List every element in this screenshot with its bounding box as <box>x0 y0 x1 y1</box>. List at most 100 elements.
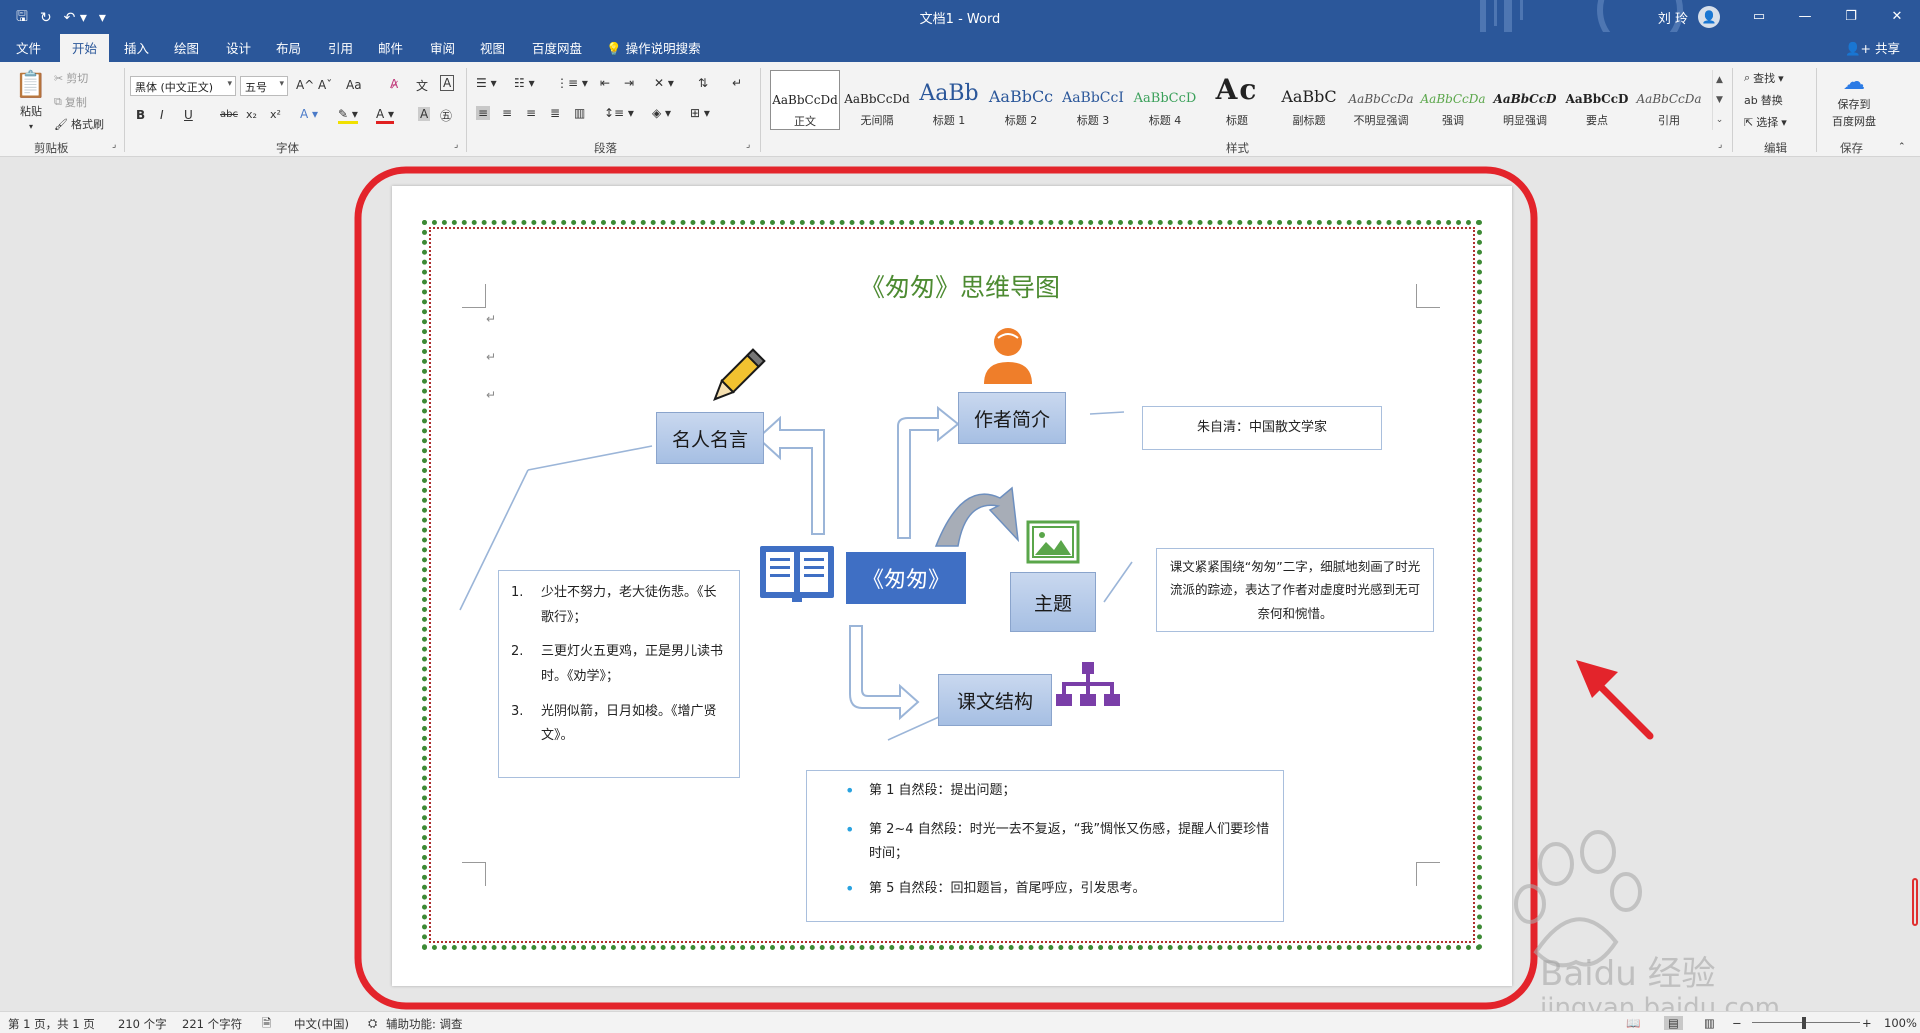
more-styles-icon[interactable]: ⌄ <box>1715 115 1724 125</box>
share-button[interactable]: 👤+ 共享 <box>1845 38 1900 57</box>
increase-indent-icon[interactable]: ⇥ <box>624 76 635 90</box>
save-to-baidu-button[interactable]: ☁ 保存到 百度网盘 <box>1826 70 1882 129</box>
language-indicator[interactable]: 中文(中国) <box>294 1017 349 1031</box>
grow-font-icon[interactable]: A^ <box>296 78 315 92</box>
underline-button[interactable]: U <box>184 108 193 122</box>
mindmap-title[interactable]: 《匆匆》思维导图 <box>859 273 1060 302</box>
tab-review[interactable]: 审阅 <box>430 41 456 56</box>
multilevel-list-icon[interactable]: ⋮≡ ▾ <box>556 76 588 90</box>
strikethrough-button[interactable]: abc <box>220 109 238 120</box>
dialog-launcher-icon[interactable]: ⌟ <box>454 140 459 150</box>
format-painter-button[interactable]: 🖌格式刷 <box>54 116 104 132</box>
shrink-font-icon[interactable]: Aˇ <box>318 78 333 92</box>
ribbon-display-icon[interactable]: ▭ <box>1752 8 1766 24</box>
distributed-icon[interactable]: ▥ <box>574 106 586 120</box>
word-count[interactable]: 210 个字 <box>118 1017 167 1031</box>
highlight-icon[interactable]: ✎ ▾ <box>338 107 358 124</box>
tab-view[interactable]: 视图 <box>480 41 506 56</box>
borders-icon[interactable]: ⊞ ▾ <box>690 106 710 120</box>
tab-insert[interactable]: 插入 <box>124 41 150 56</box>
dialog-launcher-icon[interactable]: ⌟ <box>1718 140 1723 150</box>
style-heading-2[interactable]: AaBbCc 标题 2 <box>986 70 1056 130</box>
chevron-up-icon[interactable]: ▲ <box>1716 75 1723 85</box>
style-subtle-emphasis[interactable]: AaBbCcDa 不明显强调 <box>1346 70 1416 130</box>
tab-layout[interactable]: 布局 <box>276 41 302 56</box>
copy-button[interactable]: ⧉复制 <box>54 94 87 110</box>
tab-baidu-netdisk[interactable]: 百度网盘 <box>532 41 583 56</box>
customize-toolbar-icon[interactable]: ▾ <box>98 10 106 26</box>
style-normal[interactable]: AaBbCcDd 正文 <box>770 70 840 130</box>
node-theme[interactable]: 主题 <box>1010 572 1096 632</box>
style-no-spacing[interactable]: AaBbCcDd 无间隔 <box>842 70 912 130</box>
print-layout-icon[interactable]: ▤ <box>1664 1016 1683 1030</box>
restore-icon[interactable]: ❐ <box>1845 8 1857 24</box>
web-layout-icon[interactable]: ▥ <box>1704 1016 1715 1030</box>
shading-icon[interactable]: ◈ ▾ <box>652 106 672 120</box>
author-info-box[interactable]: 朱自清：中国散文学家 <box>1142 406 1382 450</box>
node-author-intro[interactable]: 作者简介 <box>958 392 1066 444</box>
tab-mailings[interactable]: 邮件 <box>378 41 404 56</box>
node-famous-quotes[interactable]: 名人名言 <box>656 412 764 464</box>
char-border-icon[interactable]: A <box>440 75 455 91</box>
style-subtitle[interactable]: AaBbC 副标题 <box>1274 70 1344 130</box>
chevron-down-icon[interactable]: ▼ <box>1716 95 1723 105</box>
minimize-icon[interactable]: — <box>1798 8 1812 24</box>
change-case-icon[interactable]: Aa <box>346 78 362 92</box>
style-intense-emphasis[interactable]: AaBbCcD 明显强调 <box>1490 70 1560 130</box>
bold-button[interactable]: B <box>136 108 146 122</box>
close-icon[interactable]: ✕ <box>1891 8 1903 24</box>
tab-draw[interactable]: 绘图 <box>174 41 200 56</box>
justify-icon[interactable]: ≣ <box>550 106 561 120</box>
font-family-combo[interactable]: 黑体 (中文正文) <box>130 76 236 96</box>
clear-format-icon[interactable]: A̷ <box>390 77 399 91</box>
zoom-out-icon[interactable]: − <box>1732 1016 1742 1030</box>
tab-home[interactable]: 开始 <box>60 34 110 62</box>
undo-icon[interactable]: ↶ ▾ <box>63 10 87 26</box>
find-button[interactable]: ⌕查找▾ <box>1744 70 1784 86</box>
enclose-char-icon[interactable]: ㊄ <box>440 109 453 123</box>
proofing-icon[interactable]: 🗎 <box>262 1016 272 1030</box>
styles-scroll[interactable]: ▲ ▼ ⌄ <box>1712 70 1726 130</box>
numbering-icon[interactable]: ☷ ▾ <box>514 76 535 90</box>
zoom-level[interactable]: 100% <box>1884 1016 1917 1030</box>
font-size-combo[interactable]: 五号 <box>240 76 288 96</box>
align-left-icon[interactable]: ≡ <box>476 106 491 120</box>
show-marks-icon[interactable]: ↵ <box>732 76 743 90</box>
dialog-launcher-icon[interactable]: ⌟ <box>746 140 751 150</box>
zoom-slider-thumb[interactable] <box>1802 1017 1806 1029</box>
cut-button[interactable]: ✂剪切 <box>54 70 88 86</box>
char-shading-icon[interactable]: A <box>418 107 431 121</box>
style-heading-3[interactable]: AaBbCcI 标题 3 <box>1058 70 1128 130</box>
style-quote[interactable]: AaBbCcDa 引用 <box>1634 70 1704 130</box>
style-heading-1[interactable]: AaBb 标题 1 <box>914 70 984 130</box>
char-count[interactable]: 221 个字符 <box>182 1017 243 1031</box>
vertical-scrollbar-thumb[interactable] <box>1912 878 1918 926</box>
line-spacing-icon[interactable]: ↕≡ ▾ <box>604 106 634 120</box>
accessibility-status[interactable]: 辅助功能: 调查 <box>386 1017 463 1031</box>
decrease-indent-icon[interactable]: ⇤ <box>600 76 611 90</box>
select-button[interactable]: ⇱选择▾ <box>1744 114 1787 130</box>
tab-design[interactable]: 设计 <box>226 41 252 56</box>
sort-icon[interactable]: ⇅ <box>698 76 709 90</box>
save-icon[interactable]: 🖫 <box>16 9 28 25</box>
style-title[interactable]: Ac 标题 <box>1202 70 1272 130</box>
quotes-list-box[interactable]: 1.少壮不努力，老大徒伤悲。《长歌行》； 2.三更灯火五更鸡，正是男儿读书时。《… <box>498 570 740 778</box>
superscript-button[interactable]: x² <box>270 108 281 121</box>
style-strong[interactable]: AaBbCcD 要点 <box>1562 70 1632 130</box>
font-color-icon[interactable]: A ▾ <box>376 107 395 124</box>
italic-button[interactable]: I <box>160 108 164 122</box>
tell-me-search[interactable]: 💡 操作说明搜索 <box>606 38 701 57</box>
collapse-ribbon-icon[interactable]: ⌃ <box>1898 142 1906 152</box>
redo-icon[interactable]: ↻ <box>39 10 52 26</box>
page-count[interactable]: 第 1 页，共 1 页 <box>8 1017 95 1031</box>
text-effects-icon[interactable]: A ▾ <box>300 107 319 121</box>
tab-references[interactable]: 引用 <box>328 41 354 56</box>
dialog-launcher-icon[interactable]: ⌟ <box>112 140 117 150</box>
read-mode-icon[interactable]: 📖 <box>1626 1016 1641 1030</box>
style-emphasis[interactable]: AaBbCcDa 强调 <box>1418 70 1488 130</box>
structure-list-box[interactable]: •第 1 自然段：提出问题； •第 2~4 自然段：时光一去不复返，“我”惆怅又… <box>806 770 1284 922</box>
align-right-icon[interactable]: ≡ <box>526 106 537 120</box>
user-account[interactable]: 刘 玲 👤 <box>1658 6 1720 28</box>
paste-button[interactable]: 📋 粘贴 ▾ <box>14 70 48 131</box>
